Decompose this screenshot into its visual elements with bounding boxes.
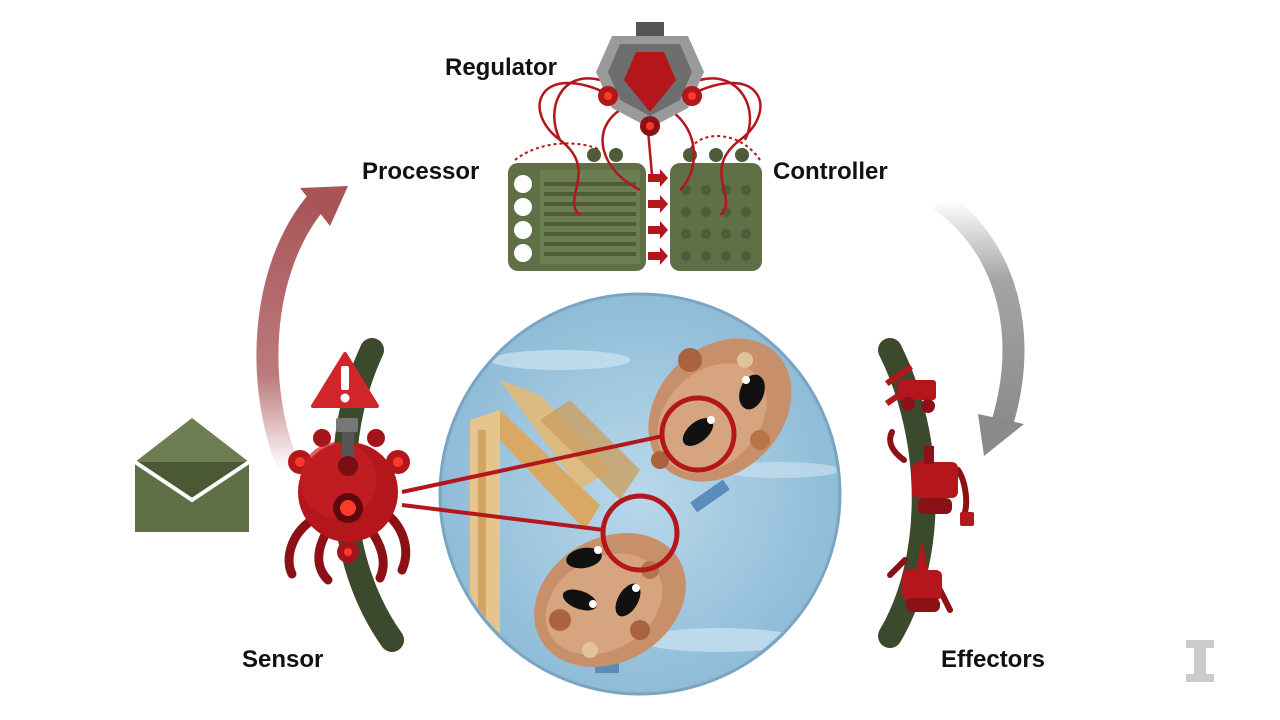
processor-to-controller-arrows: [648, 169, 668, 265]
warning-triangle-icon: [311, 352, 379, 408]
bug-icon: [566, 546, 602, 569]
regulator-label: Regulator: [445, 54, 558, 81]
bug-icon: [615, 583, 641, 617]
detection-ring: [659, 395, 737, 473]
turret-robot-icon: [884, 363, 936, 413]
university-i-logo: [1186, 640, 1214, 682]
regulator-wires: [538, 77, 762, 216]
controller-board-icon: [670, 148, 762, 271]
controller-label: Controller: [773, 158, 888, 185]
processor-board-icon: [508, 148, 646, 271]
sensor-to-processor-arrow: [256, 186, 348, 475]
bug-icon: [739, 374, 765, 410]
sensor-robot-icon: [284, 418, 411, 585]
magnified-view: [438, 292, 842, 696]
detection-ring: [600, 493, 680, 573]
effector-robots-icon: [884, 363, 974, 613]
regulator-robot-icon: [596, 22, 704, 136]
controller-to-effectors-arrow: [933, 191, 1025, 456]
sensor-label: Sensor: [242, 646, 324, 673]
processor-label: Processor: [362, 158, 480, 185]
lower-debris-cluster: [534, 533, 686, 667]
effectors-label: Effectors: [941, 646, 1046, 673]
bug-icon: [682, 416, 715, 446]
sensor-sight-lines: [401, 434, 664, 532]
bug-icon: [562, 589, 598, 611]
claw-robot-icon: [887, 429, 974, 526]
drill-robot-icon: [887, 540, 953, 613]
upper-debris-cluster: [648, 338, 792, 482]
envelope-icon: [133, 418, 251, 532]
regulator-dotted-wires: [514, 135, 761, 161]
